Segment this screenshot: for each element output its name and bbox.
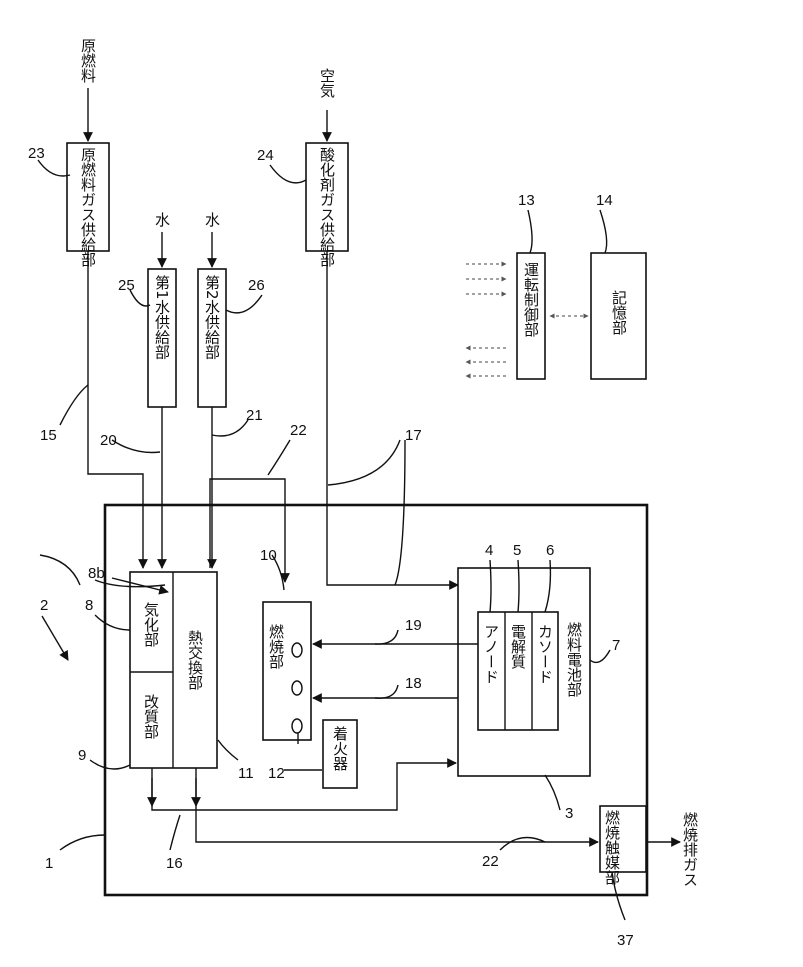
air-input-label: 空気 bbox=[318, 68, 336, 99]
ref-21: 21 bbox=[246, 407, 263, 424]
vaporizer-label: 気化部 bbox=[142, 602, 160, 647]
water-2-input-label: 水 bbox=[203, 212, 221, 227]
ref-24: 24 bbox=[257, 147, 274, 164]
ref-4: 4 bbox=[485, 542, 493, 559]
ref-18: 18 bbox=[405, 675, 422, 692]
ref-14: 14 bbox=[596, 192, 613, 209]
ref-19: 19 bbox=[405, 617, 422, 634]
electrolyte-label: 電解質 bbox=[509, 624, 527, 669]
water-supply-2-label: 第2水供給部 bbox=[203, 274, 221, 360]
oxidant-supply-label: 酸化剤ガス供給部 bbox=[318, 147, 336, 267]
ref-5: 5 bbox=[513, 542, 521, 559]
ref-3: 3 bbox=[565, 805, 573, 822]
water-supply-1-label: 第1水供給部 bbox=[153, 274, 171, 360]
ref-15: 15 bbox=[40, 427, 57, 444]
raw-fuel-input-label: 原燃料 bbox=[79, 38, 97, 83]
ref-8b: 8b bbox=[88, 565, 105, 582]
reformer-label: 改質部 bbox=[142, 694, 160, 739]
air-line-17 bbox=[327, 251, 458, 585]
ref-12: 12 bbox=[268, 765, 285, 782]
ref-20: 20 bbox=[100, 432, 117, 449]
heat-exchanger-label: 熱交換部 bbox=[186, 630, 204, 690]
ref-2: 2 bbox=[40, 597, 48, 614]
exhaust-label: 燃焼排ガス bbox=[681, 811, 699, 887]
ref-13: 13 bbox=[518, 192, 535, 209]
cathode-label: カソード bbox=[536, 624, 554, 684]
offgas-line-22 bbox=[210, 479, 285, 582]
water-1-input-label: 水 bbox=[153, 212, 171, 227]
ref-6: 6 bbox=[546, 542, 554, 559]
operation-control-label: 運転制御部 bbox=[522, 262, 540, 337]
ref-8: 8 bbox=[85, 597, 93, 614]
ref-26: 26 bbox=[248, 277, 265, 294]
raw-fuel-supply-label: 原燃料ガス供給部 bbox=[79, 147, 97, 267]
ref-23: 23 bbox=[28, 145, 45, 162]
anode-label: アノード bbox=[482, 624, 500, 684]
combustor-unit bbox=[263, 602, 311, 740]
ref-22-top: 22 bbox=[290, 422, 307, 439]
ref-10: 10 bbox=[260, 547, 277, 564]
ref-25: 25 bbox=[118, 277, 135, 294]
ref-1: 1 bbox=[45, 855, 53, 872]
ref-37: 37 bbox=[617, 932, 634, 949]
combustor-label: 燃焼部 bbox=[267, 623, 285, 669]
storage-label: 記憶部 bbox=[610, 290, 628, 335]
ref-17: 17 bbox=[405, 427, 422, 444]
fuel-cell-label: 燃料電池部 bbox=[565, 621, 583, 697]
ref-11: 11 bbox=[238, 765, 254, 782]
ref-16: 16 bbox=[166, 855, 183, 872]
ref-22-bottom: 22 bbox=[482, 853, 499, 870]
igniter-label: 着火器 bbox=[331, 726, 349, 771]
ref-2-pointer bbox=[42, 616, 68, 660]
ref-9: 9 bbox=[78, 747, 86, 764]
ref-7: 7 bbox=[612, 637, 620, 654]
